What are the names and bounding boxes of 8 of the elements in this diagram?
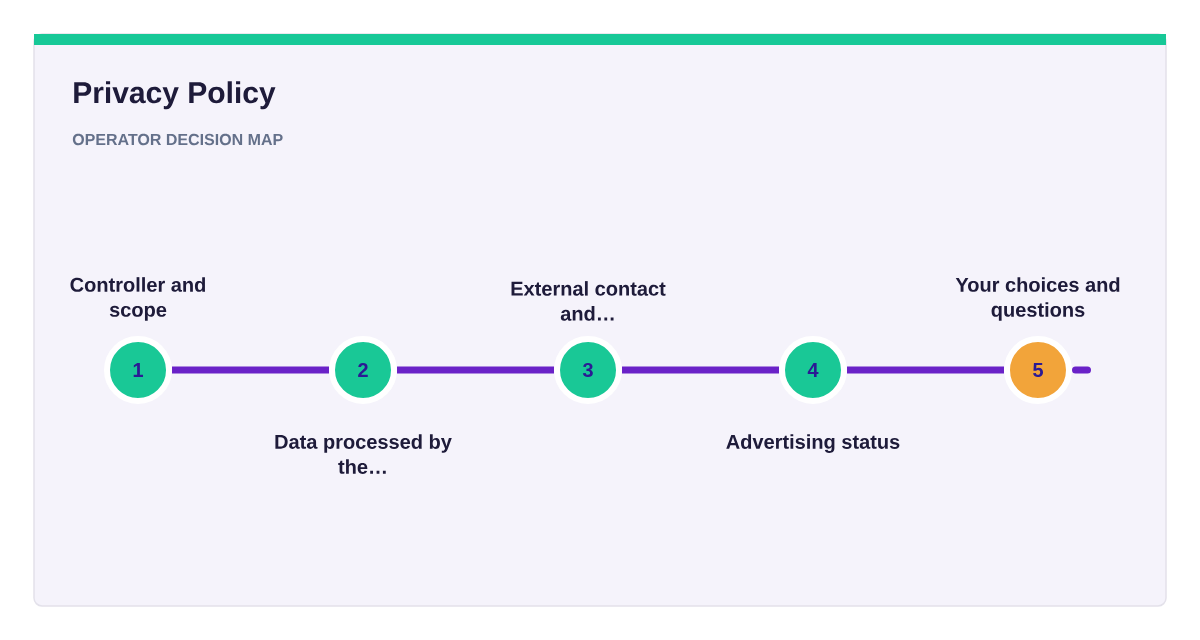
title: Privacy Policy <box>74 81 276 110</box>
step-label: Controller and scope <box>70 277 205 321</box>
connector-line <box>1072 366 1091 374</box>
step-label: Your choices and questions <box>955 277 1120 321</box>
subtitle: OPERATOR DECISION MAP <box>72 133 283 146</box>
step-label: External contact and… <box>511 281 666 321</box>
step-label: Data processed by the… <box>275 434 452 474</box>
step-label: Advertising status <box>726 434 900 453</box>
